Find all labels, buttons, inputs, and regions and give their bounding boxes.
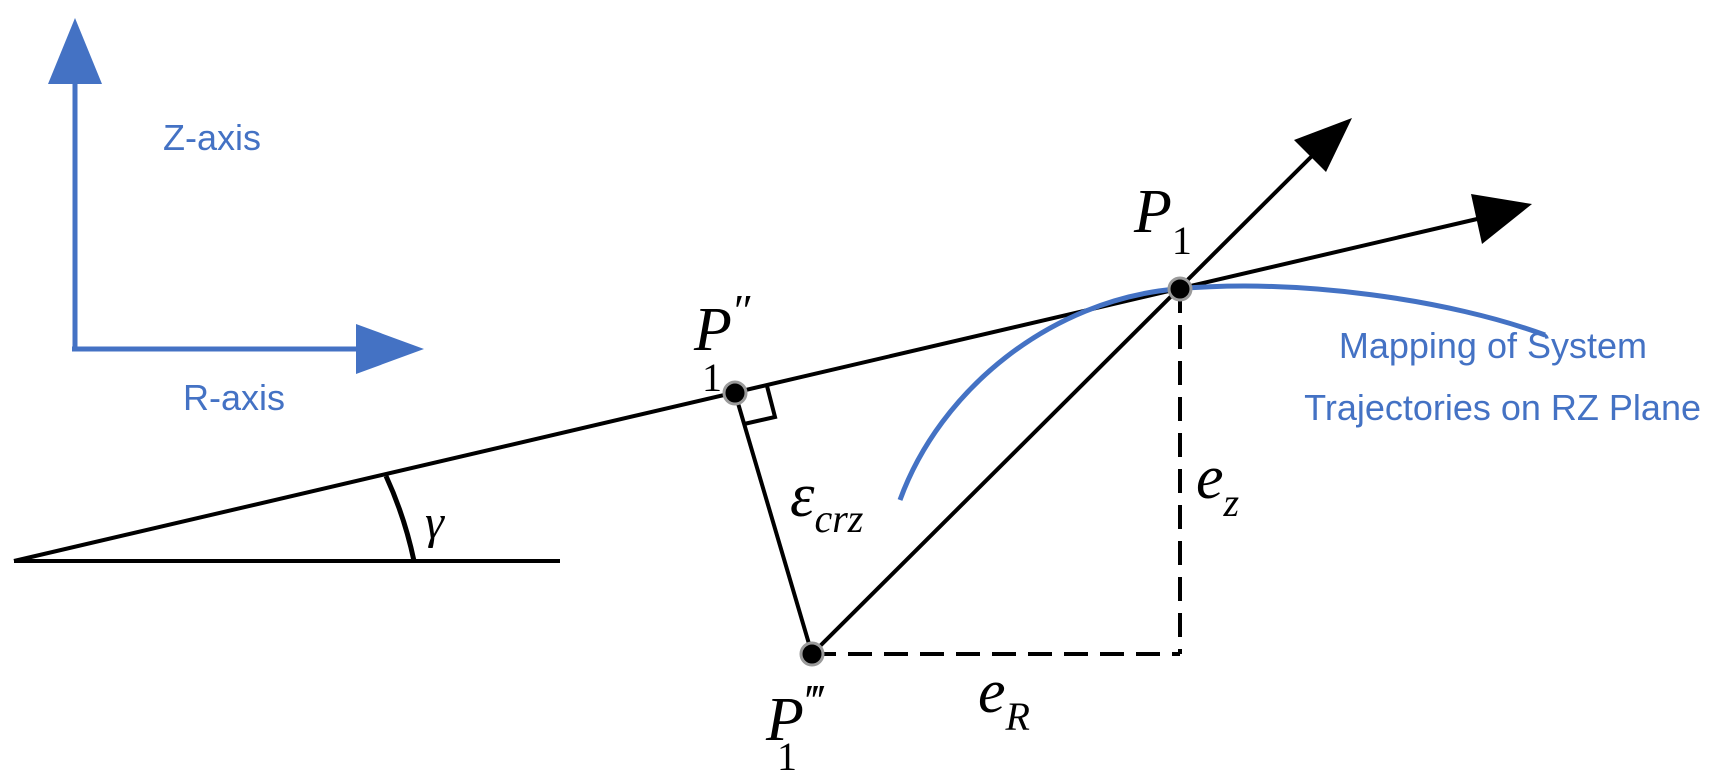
epsilon-crz-label: εcrz (790, 462, 864, 541)
right-angle-marker (743, 385, 778, 426)
p1-double-prime-sub: 1 (702, 355, 722, 400)
diagonal-line (810, 148, 1320, 656)
tangent-line (13, 214, 1491, 563)
z-axis-label: Z-axis (163, 117, 261, 158)
z-axis-arrow-icon (48, 18, 102, 84)
gamma-angle-arc (383, 474, 417, 562)
ez-label: ez (1196, 444, 1240, 525)
axis-indicator: Z-axis R-axis (48, 18, 424, 418)
point-p1 (1167, 276, 1193, 302)
trajectory-caption-line2: Trajectories on RZ Plane (1304, 387, 1701, 428)
p1-triple-prime-sub: 1 (777, 734, 797, 778)
perpendicular-error-line (733, 392, 814, 655)
p1-label: P1 (1133, 178, 1192, 263)
r-axis-label: R-axis (183, 377, 285, 418)
r-axis-arrow-icon (356, 324, 424, 374)
tangent-arrow-icon (1471, 194, 1532, 244)
diagonal-arrow-icon (1294, 118, 1352, 172)
gamma-label: γ (425, 496, 445, 549)
trajectory-caption-line1: Mapping of System (1339, 325, 1647, 366)
point-p1-double-prime (722, 380, 748, 406)
point-p1-triple-prime (799, 641, 825, 667)
p1-double-prime-label: P″ (693, 285, 753, 364)
p1-triple-prime-label: P‴ (765, 675, 825, 754)
er-label: eR (978, 658, 1030, 739)
